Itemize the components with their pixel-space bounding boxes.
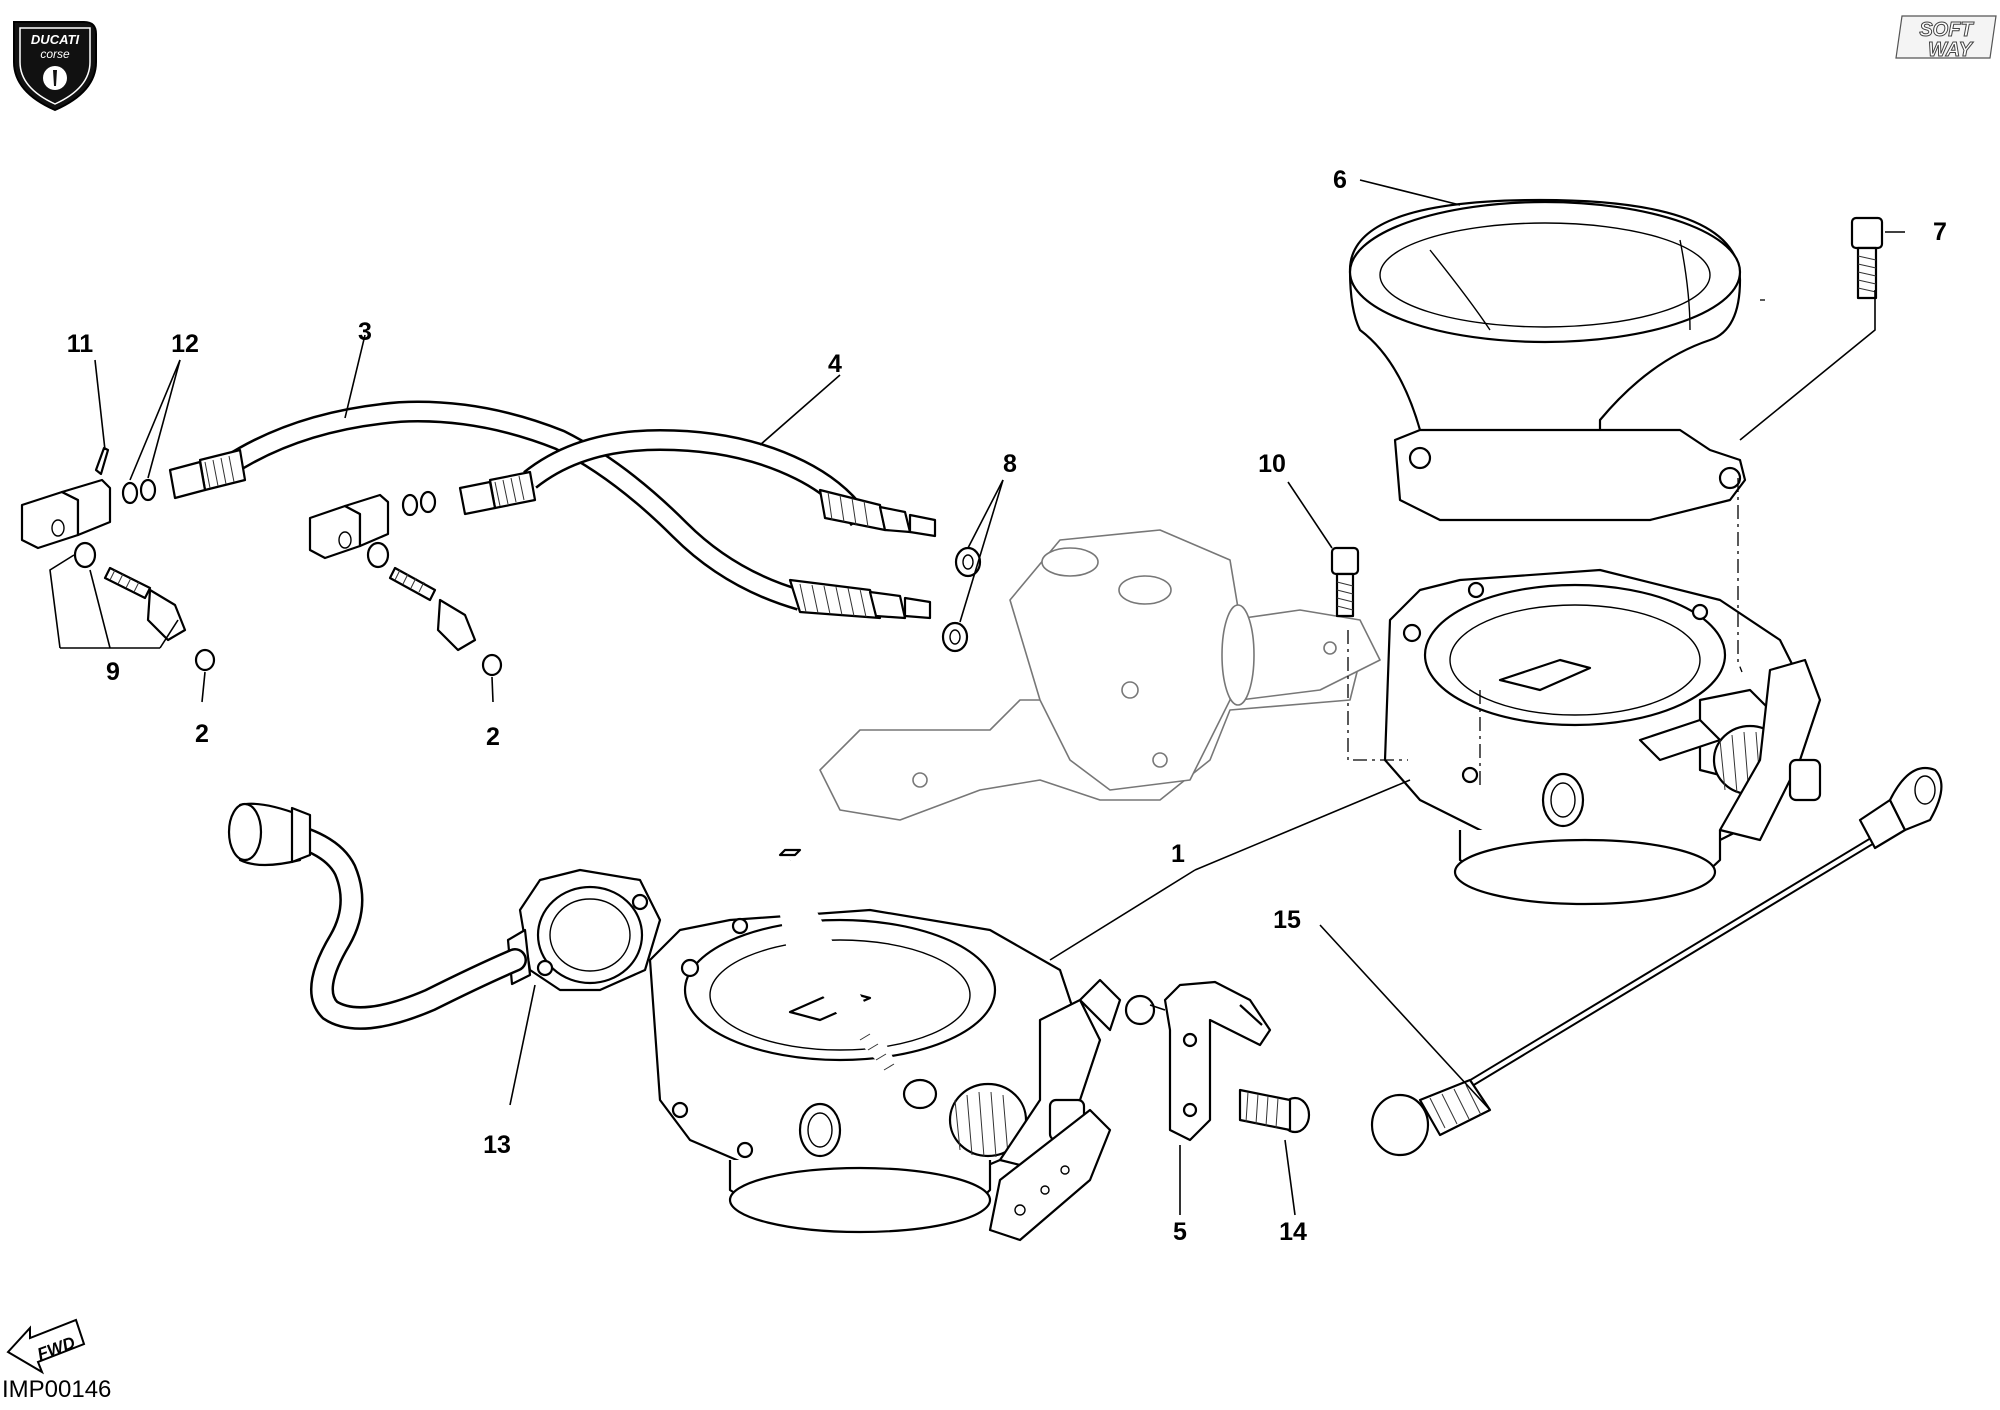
brand-logo-top: DUCATI bbox=[31, 32, 80, 47]
callout-2-right: 2 bbox=[486, 723, 500, 751]
throttle-cable-stub bbox=[776, 848, 938, 1110]
bracket-screw bbox=[1238, 1088, 1311, 1134]
callout-6: 6 bbox=[1333, 166, 1347, 194]
callout-15: 15 bbox=[1273, 906, 1301, 934]
sealing-washers bbox=[941, 546, 982, 653]
callout-labels: 6 7 10 8 3 4 11 12 9 2 2 1 15 13 5 14 bbox=[67, 166, 1947, 1246]
funnel-screw bbox=[1850, 216, 1884, 300]
softway-logo: SOFT WAY bbox=[1895, 15, 1997, 62]
callout-1: 1 bbox=[1171, 840, 1185, 868]
connector-block-right bbox=[308, 493, 390, 560]
hose-long bbox=[224, 400, 932, 620]
publisher-logo-line2: WAY bbox=[1928, 39, 1974, 61]
throttle-body-lower bbox=[648, 908, 1156, 1242]
hose-short bbox=[523, 428, 937, 538]
throttle-body-upper bbox=[1383, 568, 1822, 906]
ducati-corse-logo: DUCATI corse bbox=[13, 21, 97, 112]
leader-lines bbox=[49, 179, 1905, 1216]
callout-7: 7 bbox=[1933, 218, 1947, 246]
callout-8: 8 bbox=[1003, 450, 1017, 478]
callout-11: 11 bbox=[67, 330, 94, 358]
linkage-rod bbox=[1370, 766, 1943, 1157]
manifold-screw bbox=[1330, 546, 1360, 618]
alignment-lines bbox=[1347, 299, 1765, 790]
brand-logo-bottom: corse bbox=[40, 47, 70, 61]
o-rings bbox=[121, 478, 437, 517]
cable-bracket bbox=[1163, 980, 1272, 1142]
callout-13: 13 bbox=[483, 1131, 511, 1159]
callout-12: 12 bbox=[171, 330, 199, 358]
intake-funnel bbox=[1348, 198, 1747, 522]
callout-14: 14 bbox=[1279, 1218, 1307, 1246]
callout-10: 10 bbox=[1258, 450, 1286, 478]
connector-block-left bbox=[20, 446, 112, 550]
intake-manifold-ghost bbox=[819, 529, 1381, 821]
banjo-bolt-left bbox=[73, 541, 216, 672]
callout-4: 4 bbox=[828, 350, 842, 378]
drawing-code: IMP00146 bbox=[2, 1376, 112, 1403]
hose-fitting-left-2 bbox=[458, 470, 537, 516]
hose-fitting-left-1 bbox=[168, 448, 247, 500]
publisher-logo-line1: SOFT bbox=[1919, 19, 1974, 41]
forward-direction-badge: FWD bbox=[6, 1318, 86, 1375]
callout-3: 3 bbox=[358, 318, 372, 346]
callout-2-left: 2 bbox=[195, 720, 209, 748]
throttle-position-sensor bbox=[506, 868, 662, 992]
callout-5: 5 bbox=[1173, 1218, 1187, 1246]
banjo-bolt-right bbox=[366, 541, 503, 677]
sensor-hose bbox=[227, 802, 527, 1030]
callout-9: 9 bbox=[106, 658, 120, 686]
